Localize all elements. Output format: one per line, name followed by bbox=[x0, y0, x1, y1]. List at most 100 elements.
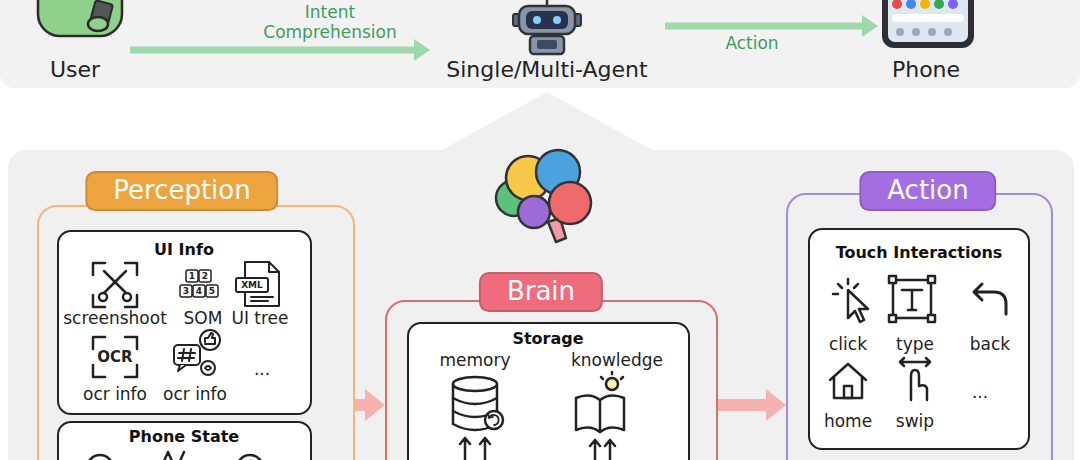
edge-label: Intent Comprehension bbox=[255, 3, 405, 42]
flow-arrow bbox=[130, 47, 414, 54]
phone-icon bbox=[944, 28, 952, 36]
icon-caption: screenshoot bbox=[63, 309, 167, 329]
user-icon bbox=[88, 17, 108, 31]
screenshot-icon bbox=[93, 263, 137, 307]
brain-icon bbox=[496, 150, 591, 242]
icon-caption: UI tree bbox=[231, 309, 288, 329]
icon-text: OCR bbox=[97, 350, 132, 365]
box-heading: Storage bbox=[512, 330, 583, 348]
back-icon bbox=[974, 284, 1006, 314]
info-box: Phone State bbox=[57, 421, 312, 460]
chat-icon bbox=[178, 357, 194, 359]
phone-icon bbox=[906, 0, 916, 9]
xml-icon bbox=[269, 262, 279, 272]
box-fill bbox=[407, 322, 690, 460]
swipe-icon bbox=[900, 358, 930, 366]
icon-caption: back bbox=[970, 335, 1010, 355]
node-label: User bbox=[50, 57, 100, 82]
book-icon bbox=[590, 440, 615, 460]
phone-icon bbox=[948, 0, 958, 9]
icon-text: 5 bbox=[209, 287, 215, 296]
ocr-icon bbox=[93, 337, 137, 377]
panel-title: Brain bbox=[479, 272, 603, 312]
phone-state-icons bbox=[87, 452, 263, 460]
icon-text: 1 bbox=[189, 272, 195, 281]
edge-label: Action bbox=[677, 34, 827, 54]
icon-caption: ... bbox=[972, 383, 988, 403]
screenshot-icon bbox=[123, 293, 131, 301]
phone-icon bbox=[928, 28, 936, 36]
book-icon bbox=[576, 372, 624, 460]
user-icon bbox=[38, 0, 122, 36]
home-icon bbox=[830, 364, 866, 398]
robot-icon bbox=[513, 0, 581, 54]
info-box: UI InfoscreenshootSOMUI treeocr infoocr … bbox=[57, 230, 312, 415]
screenshot-icon bbox=[104, 271, 126, 293]
type-icon bbox=[889, 315, 896, 322]
robot-icon bbox=[533, 16, 541, 24]
type-icon bbox=[928, 315, 935, 322]
som-icon bbox=[180, 270, 218, 297]
flow-arrow bbox=[718, 399, 766, 411]
chat-icon bbox=[179, 352, 195, 354]
box-heading: Phone State bbox=[129, 428, 239, 446]
icon-caption: swip bbox=[896, 412, 934, 432]
ocr-icon bbox=[93, 337, 137, 377]
module-panel: PerceptionUI InfoscreenshootSOMUI treeoc… bbox=[37, 205, 355, 460]
box-heading: Touch Interactions bbox=[836, 244, 1003, 262]
type-icon bbox=[928, 276, 935, 283]
xml-icon bbox=[251, 296, 273, 298]
screenshot-icon bbox=[93, 263, 137, 307]
icon-caption: ocr info bbox=[83, 385, 147, 405]
box-fill bbox=[808, 228, 1030, 450]
icon-caption: SOM bbox=[184, 309, 223, 329]
book-icon bbox=[576, 395, 624, 432]
icon-caption: type bbox=[896, 335, 934, 355]
phone-icon bbox=[892, 0, 902, 9]
chat-icon bbox=[182, 349, 184, 361]
chat-icon bbox=[200, 330, 220, 350]
icon-caption: click bbox=[829, 335, 867, 355]
click-icon bbox=[833, 279, 868, 322]
box-fills bbox=[57, 228, 1030, 460]
node-label: Single/Multi-Agent bbox=[446, 57, 647, 82]
chat-icon bbox=[189, 349, 191, 361]
book-icon bbox=[599, 400, 602, 432]
user-icon bbox=[38, 0, 122, 36]
phone-icon bbox=[912, 28, 920, 36]
home-icon bbox=[844, 386, 852, 398]
xml-icon bbox=[236, 262, 279, 306]
icon-caption: memory bbox=[439, 351, 510, 371]
box-fill bbox=[57, 230, 312, 415]
robot-icon bbox=[526, 11, 568, 29]
robot-icon bbox=[553, 16, 561, 24]
phone-icon bbox=[896, 28, 904, 36]
screenshot-icon bbox=[104, 271, 126, 293]
type-icon bbox=[893, 280, 931, 318]
panel-title: Action bbox=[859, 171, 996, 211]
phone-icon bbox=[934, 0, 944, 9]
som-icon bbox=[186, 270, 198, 282]
brain-icon bbox=[518, 196, 550, 228]
chat-icon bbox=[174, 330, 220, 375]
icon-text: 3 bbox=[183, 287, 189, 296]
back-icon bbox=[974, 284, 1006, 314]
type-icon bbox=[889, 276, 935, 322]
icon-caption: ... bbox=[254, 360, 270, 380]
node-label: Phone bbox=[892, 57, 960, 82]
database-icon bbox=[453, 377, 497, 391]
module-panel: ActionTouch Interactionsclicktypebackhom… bbox=[786, 193, 1053, 460]
xml-icon bbox=[251, 300, 268, 302]
box-fill bbox=[57, 421, 312, 460]
som-icon bbox=[199, 270, 211, 282]
screenshot-icon bbox=[99, 293, 107, 301]
robot-icon bbox=[537, 40, 557, 49]
icon-caption: knowledge bbox=[571, 351, 663, 371]
device-node: Phone bbox=[878, 0, 974, 86]
icon-text: XML bbox=[241, 281, 263, 290]
icons bbox=[38, 0, 1006, 460]
swipe-icon bbox=[900, 358, 930, 400]
lower-panel bbox=[440, 92, 654, 151]
phone-state-icons bbox=[87, 455, 113, 460]
chat-icon bbox=[205, 366, 211, 370]
